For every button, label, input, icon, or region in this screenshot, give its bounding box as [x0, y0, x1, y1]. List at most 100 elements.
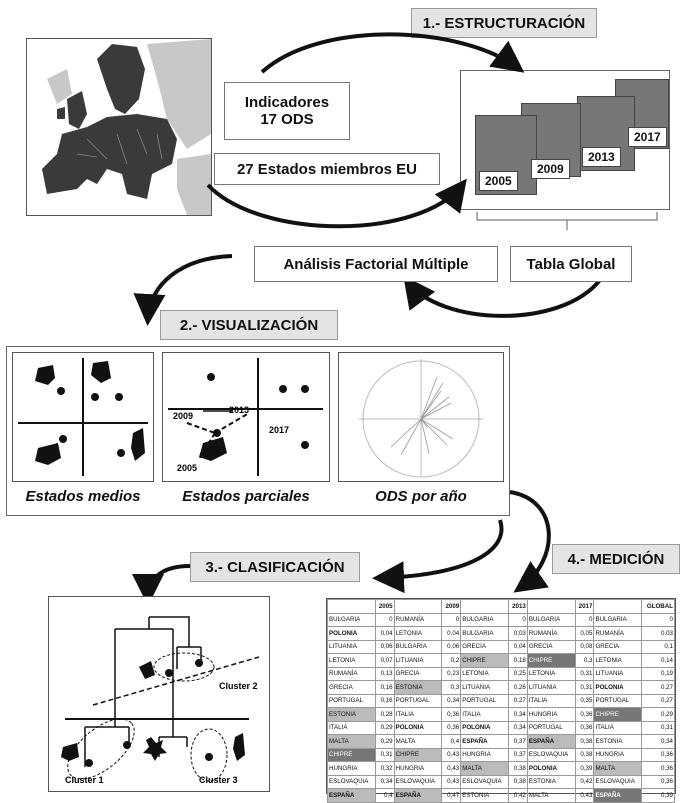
- country-cell: RUMANÍA: [327, 666, 376, 681]
- value-cell: 0,3: [441, 680, 462, 695]
- country-cell: LETONIA: [327, 653, 376, 668]
- value-cell: 0,36: [574, 720, 595, 735]
- value-cell: 0,04: [441, 626, 462, 641]
- value-cell: 0,19: [641, 666, 675, 681]
- country-cell: MALTA: [393, 734, 443, 749]
- country-cell: POLONIA: [327, 626, 376, 641]
- country-cell: LITUANIA: [526, 680, 576, 695]
- country-cell: POLONIA: [593, 680, 643, 695]
- value-cell: 0,38: [574, 734, 595, 749]
- country-cell: ITALIA: [393, 707, 443, 722]
- value-cell: 0,39: [574, 761, 595, 776]
- value-cell: 0,03: [641, 626, 675, 641]
- p2-year-2005: 2005: [177, 463, 197, 473]
- country-cell: ESPAÑA: [593, 788, 643, 803]
- europe-map: [26, 38, 212, 216]
- country-cell: BULGARIA: [393, 639, 443, 654]
- value-cell: 0,34: [441, 693, 462, 708]
- country-cell: LETONIA: [526, 666, 576, 681]
- country-cell: LETONIA: [460, 666, 509, 681]
- value-cell: 0,05: [574, 626, 595, 641]
- value-cell: 0,31: [574, 680, 595, 695]
- estados-label: 27 Estados miembros EU: [236, 160, 418, 178]
- country-cell: PORTUGAL: [460, 693, 509, 708]
- caption-ods-por-ano: ODS por año: [375, 488, 467, 505]
- table-header-cell: [593, 599, 643, 614]
- country-cell: ESTONIA: [460, 788, 509, 803]
- value-cell: 0: [574, 612, 595, 627]
- value-cell: 0,37: [507, 734, 528, 749]
- country-cell: CHIPRE: [593, 707, 643, 722]
- value-cell: 0,34: [507, 707, 528, 722]
- panel-estados-medios: [12, 352, 154, 482]
- table-header-cell: GLOBAL: [641, 599, 675, 614]
- indicadores-box: Indicadores 17 ODS: [224, 82, 350, 140]
- cluster-2-label: Cluster 2: [219, 681, 258, 691]
- country-cell: ESLOVAQUIA: [526, 747, 576, 762]
- value-cell: 0,36: [574, 707, 595, 722]
- value-cell: 0,27: [641, 680, 675, 695]
- value-cell: 0,29: [374, 720, 395, 735]
- country-cell: ESTONIA: [593, 734, 643, 749]
- table-header-cell: [393, 599, 443, 614]
- country-cell: LETONIA: [393, 626, 443, 641]
- country-cell: POLONIA: [393, 720, 443, 735]
- year-label-2009: 2009: [531, 159, 570, 179]
- arrow-top: [260, 32, 525, 74]
- country-cell: HUNGRIA: [327, 761, 376, 776]
- country-cell: GRECIA: [593, 639, 643, 654]
- value-cell: 0,36: [641, 774, 675, 789]
- step4-medicion-label: 4.- MEDICIÓN: [552, 544, 680, 574]
- arrow-tabla-to-afm: [403, 275, 602, 318]
- country-cell: ESLOVAQUIA: [327, 774, 376, 789]
- value-cell: 0,31: [574, 666, 595, 681]
- country-cell: BULGARIA: [460, 612, 509, 627]
- value-cell: 0,39: [641, 788, 675, 803]
- country-cell: ESLOVAQUIA: [593, 774, 643, 789]
- value-cell: 0,43: [441, 761, 462, 776]
- panel-estados-parciales: 2009 2013 2017 2005: [162, 352, 330, 482]
- dendrogram-plot: Cluster 2 Cluster 1 Cluster 3: [61, 616, 260, 785]
- country-cell: MALTA: [460, 761, 509, 776]
- value-cell: 0,1: [641, 639, 675, 654]
- table-header-cell: [460, 599, 509, 614]
- step3-clasificacion-label: 3.- CLASIFICACIÓN: [190, 552, 360, 582]
- table-header-cell: [327, 599, 376, 614]
- estados-parciales-plot: 2009 2013 2017 2005: [168, 358, 323, 476]
- step2-visualizacion-label: 2.- VISUALIZACIÓN: [160, 310, 338, 340]
- value-cell: 0,34: [507, 720, 528, 735]
- country-cell: ESPAÑA: [393, 788, 443, 803]
- country-cell: ESLOVAQUIA: [460, 774, 509, 789]
- country-cell: MALTA: [593, 761, 643, 776]
- value-cell: 0,43: [441, 774, 462, 789]
- country-cell: PORTUGAL: [593, 693, 643, 708]
- country-cell: MALTA: [327, 734, 376, 749]
- value-cell: 0,38: [507, 761, 528, 776]
- step1-arrows: [133, 32, 602, 326]
- table-header-cell: 2005: [374, 599, 395, 614]
- country-cell: LITUANIA: [327, 639, 376, 654]
- country-cell: ESPAÑA: [526, 734, 576, 749]
- country-cell: GRECIA: [393, 666, 443, 681]
- value-cell: 0,36: [441, 707, 462, 722]
- value-cell: 0,47: [441, 788, 462, 803]
- value-cell: 0,32: [374, 761, 395, 776]
- value-cell: 0,25: [507, 666, 528, 681]
- value-cell: 0,07: [374, 653, 395, 668]
- afm-box: Análisis Factorial Múltiple: [254, 246, 498, 282]
- country-cell: ESTONIA: [526, 774, 576, 789]
- country-cell: GRECIA: [526, 639, 576, 654]
- value-cell: 0,16: [374, 693, 395, 708]
- country-cell: HUNGRIA: [593, 747, 643, 762]
